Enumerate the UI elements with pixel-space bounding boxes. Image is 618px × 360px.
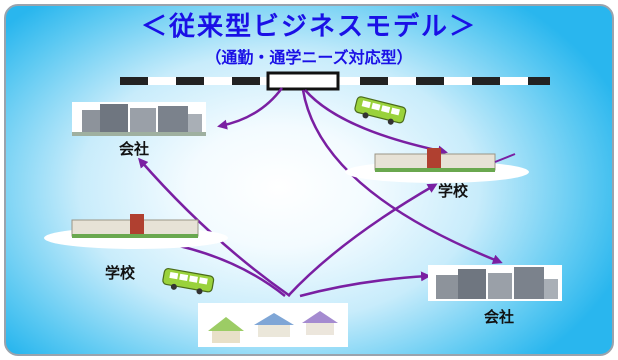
label-company-bottom-right: 会社 xyxy=(484,308,515,326)
arrow-home-to-school-left xyxy=(145,236,286,297)
label-school-left: 学校 xyxy=(105,264,136,282)
arrow-station-to-company-top xyxy=(217,87,284,130)
company-building-icon xyxy=(428,265,562,301)
houses-icon xyxy=(198,303,348,347)
diagram-title: ＜従来型ビジネスモデル＞ xyxy=(140,12,477,42)
company-building-icon xyxy=(72,102,206,136)
diagram-subtitle: （通勤・通学ニーズ対応型） xyxy=(205,48,413,67)
rail-bar xyxy=(120,71,550,91)
bus-icon xyxy=(354,96,407,125)
label-school-top-right: 学校 xyxy=(438,182,469,200)
arrow-home-to-company-right xyxy=(299,271,431,298)
arrow-home-to-school-right xyxy=(287,183,438,297)
arrow-station-to-company-right xyxy=(301,89,503,265)
bus-icon xyxy=(162,268,215,295)
station-box xyxy=(266,71,340,91)
arrow-station-to-school-right xyxy=(304,89,448,156)
label-company-top: 会社 xyxy=(119,140,150,158)
school-building-icon xyxy=(44,214,228,249)
school-building-icon xyxy=(345,148,529,183)
